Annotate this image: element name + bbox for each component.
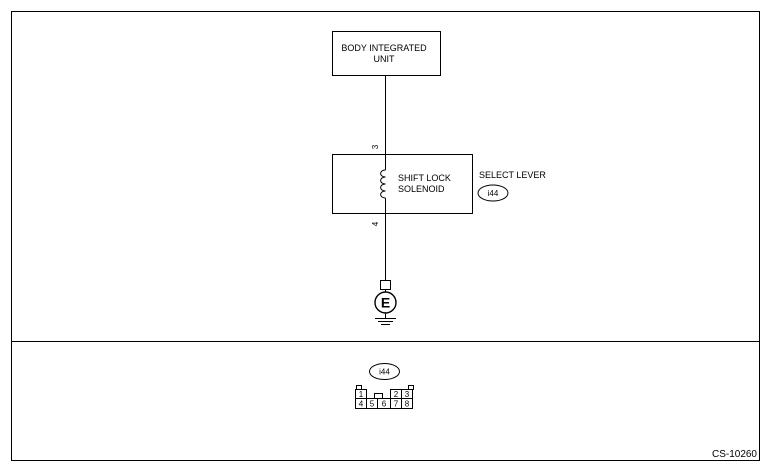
connector-face: [355, 385, 414, 409]
select-lever-label: SELECT LEVER: [479, 170, 546, 180]
connector-pin-4: 4: [359, 400, 364, 409]
connector-pin-6: 6: [382, 400, 387, 409]
ground-icon: [375, 313, 396, 325]
outer-frame: [11, 11, 760, 461]
select-lever-connector-id: i44: [488, 189, 499, 198]
connector-pin-7: 7: [394, 400, 399, 409]
connector-pin-1: 1: [359, 390, 364, 399]
solenoid-coil-icon: [380, 154, 386, 213]
pin-3-label: 3: [371, 144, 380, 149]
ground-e-symbol: E: [381, 295, 390, 311]
connector-view-badge: [369, 363, 400, 380]
connector-view-id: i44: [379, 368, 390, 377]
connector-pin-3: 3: [405, 390, 410, 399]
connector-pin-5: 5: [370, 400, 375, 409]
pin-4-label: 4: [371, 221, 380, 226]
solenoid-label-line2: SOLENOID: [398, 184, 445, 194]
body-unit-label-line2: UNIT: [374, 54, 395, 64]
select-lever-connector-badge: [477, 184, 509, 202]
body-unit-label-line1: BODY INTEGRATED: [341, 43, 427, 53]
connector-pin-8: 8: [405, 400, 410, 409]
body-integrated-unit-box: [332, 31, 441, 76]
ground-terminal: [380, 280, 391, 290]
connector-pin-2: 2: [394, 390, 399, 399]
figure-code: CS-10260: [712, 449, 757, 460]
select-lever-box: [332, 154, 473, 214]
solenoid-label-line1: SHIFT LOCK: [398, 173, 451, 183]
